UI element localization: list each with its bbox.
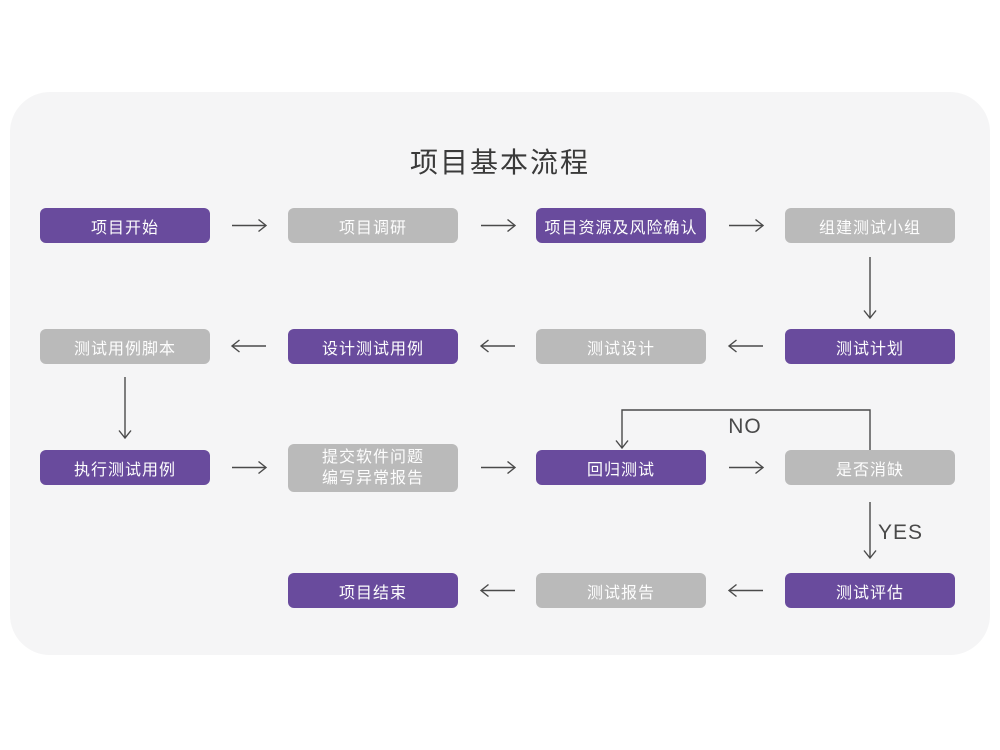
edge-label-yes: YES: [878, 521, 924, 544]
flowchart-card: [10, 92, 990, 655]
flow-node-project-start: 项目开始: [40, 208, 210, 243]
flow-node-project-end: 项目结束: [288, 573, 458, 608]
flow-node-execute-test-cases: 执行测试用例: [40, 450, 210, 485]
flow-node-defect-resolved: 是否消缺: [785, 450, 955, 485]
page-title: 项目基本流程: [409, 147, 590, 178]
flow-node-test-plan: 测试计划: [785, 329, 955, 364]
flow-node-form-test-team: 组建测试小组: [785, 208, 955, 243]
flow-node-test-report: 测试报告: [536, 573, 706, 608]
flow-node-design-test-cases: 设计测试用例: [288, 329, 458, 364]
flow-node-test-design: 测试设计: [536, 329, 706, 364]
flow-node-test-evaluation: 测试评估: [785, 573, 955, 608]
flow-node-project-resources-risk: 项目资源及风险确认: [536, 208, 706, 243]
flow-node-project-research: 项目调研: [288, 208, 458, 243]
flow-node-test-case-scripts: 测试用例脚本: [40, 329, 210, 364]
flow-node-regression-test: 回归测试: [536, 450, 706, 485]
edge-label-no: NO: [728, 415, 762, 438]
flow-node-submit-issue-report: 提交软件问题 编写异常报告: [288, 444, 458, 492]
